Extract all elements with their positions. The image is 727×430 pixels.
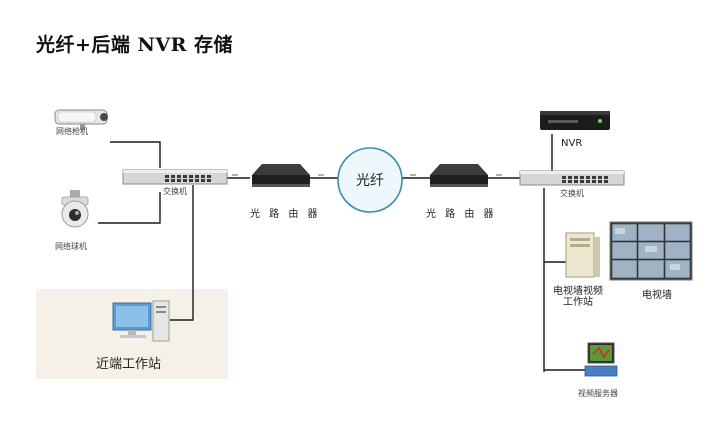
router-left-icon bbox=[252, 164, 310, 187]
router-left-label: 光 路 由 器 bbox=[250, 209, 321, 220]
line-bullet-to-switch bbox=[110, 141, 161, 168]
tv-wall-workstation-label: 电视墙视频 工作站 bbox=[553, 286, 603, 308]
dome-camera-label: 网络球机 bbox=[55, 242, 87, 251]
switch-left-icon bbox=[122, 169, 228, 185]
router-right-label: 光 路 由 器 bbox=[426, 209, 497, 220]
switch-left-label: 交换机 bbox=[163, 187, 187, 196]
switch-right-icon bbox=[519, 170, 625, 186]
dome-camera-icon bbox=[61, 190, 89, 228]
tv-wall-workstation-label-line2: 工作站 bbox=[563, 297, 593, 308]
line-dome-to-switch bbox=[98, 192, 161, 224]
line-switch-to-near-workstation bbox=[170, 185, 194, 321]
diagram-title: 光纤+后端 NVR 存储 bbox=[36, 34, 234, 56]
video-server-label: 视频服务器 bbox=[578, 389, 618, 398]
connector-lines bbox=[98, 134, 585, 372]
tv-wall-workstation-label-line1: 电视墙视频 bbox=[553, 286, 603, 297]
switch-right-label: 交换机 bbox=[560, 189, 584, 198]
nvr-icon bbox=[540, 111, 610, 130]
near-workstation-icon bbox=[112, 300, 170, 342]
tv-wall-label: 电视墙 bbox=[642, 290, 672, 301]
tv-wall-icon bbox=[609, 221, 693, 281]
tv-wall-workstation-icon bbox=[565, 232, 600, 278]
bullet-camera-icon bbox=[54, 109, 108, 130]
near-workstation-label: 近端工作站 bbox=[96, 357, 162, 372]
video-server-icon bbox=[584, 342, 618, 377]
router-right-icon bbox=[430, 164, 488, 187]
fiber-label: 光纤 bbox=[356, 173, 384, 189]
bullet-camera-label: 网络枪机 bbox=[56, 127, 88, 136]
fiber-node: 光纤 bbox=[337, 147, 403, 213]
nvr-label: NVR bbox=[561, 138, 583, 149]
